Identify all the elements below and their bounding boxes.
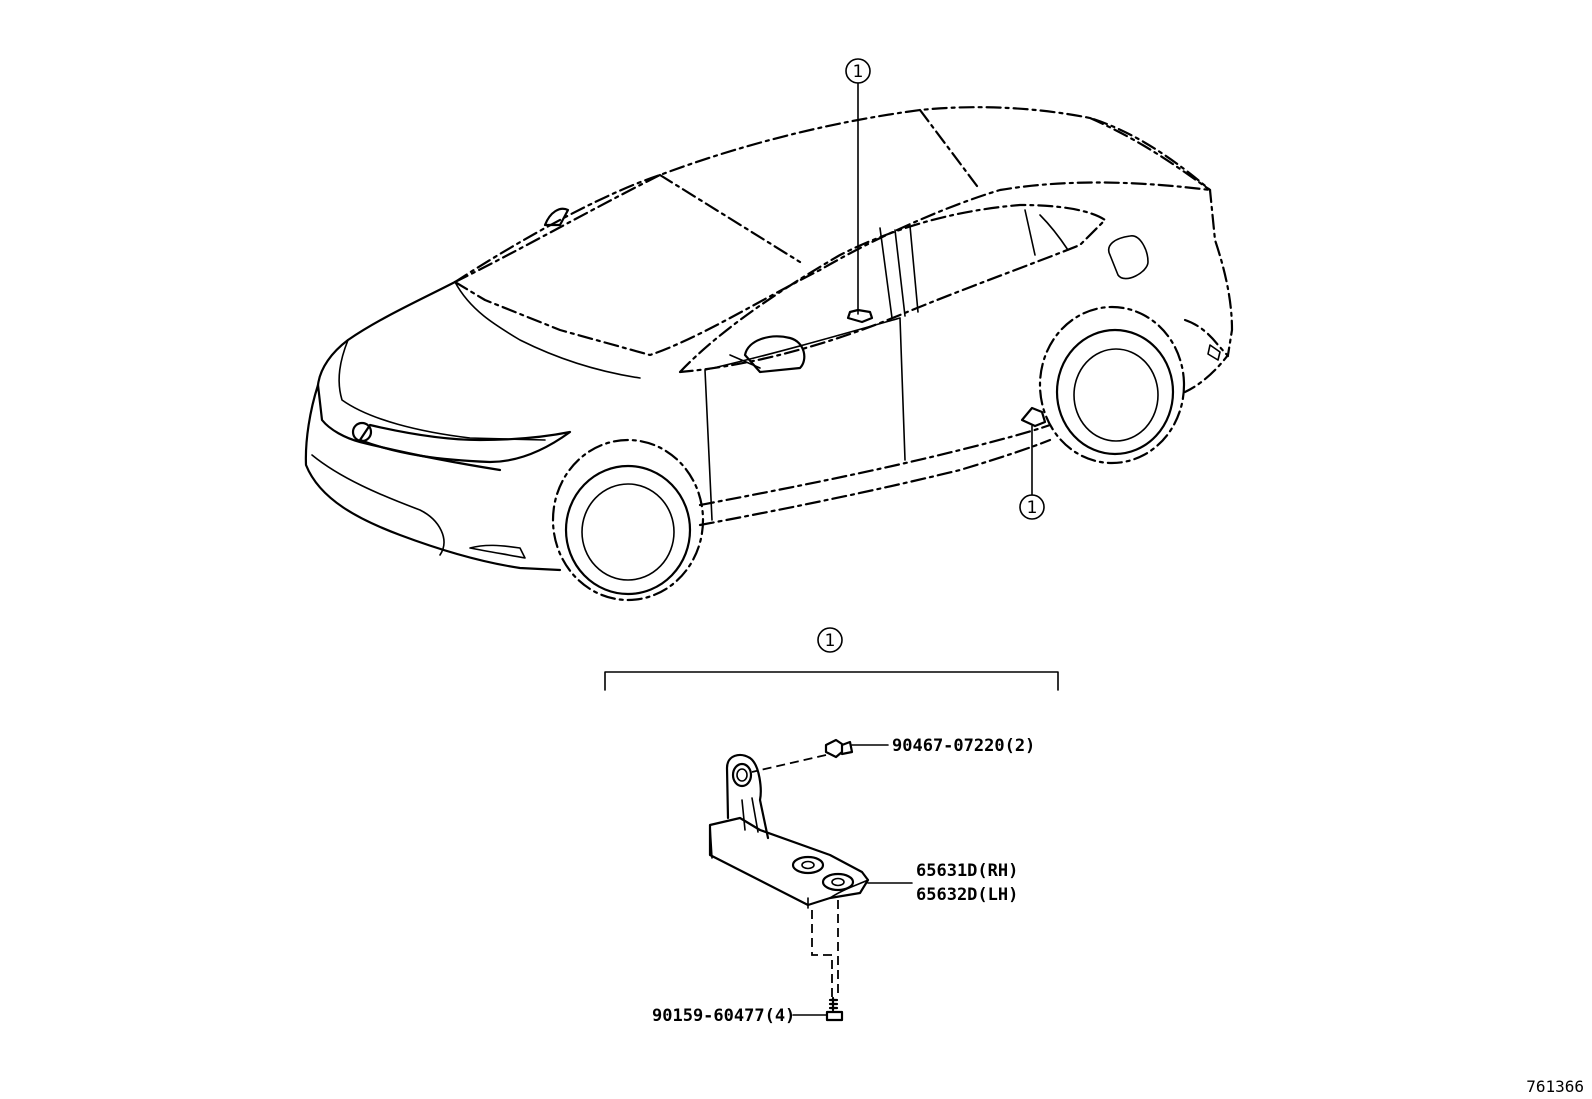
bracket-lh-part-number: 65632D(LH) (916, 885, 1018, 905)
car-grille-lower (311, 454, 445, 556)
car-roof-seam-2 (918, 108, 982, 192)
clip-install-path (751, 754, 827, 773)
car-rear-rim (1073, 348, 1159, 442)
detail-callout-circle (817, 627, 843, 653)
callout-lower: 1 (1019, 425, 1045, 520)
car-rear-pillar (1088, 116, 1212, 192)
car-front-rim (581, 483, 675, 581)
car-a-pillar (678, 203, 1107, 374)
car-front-bumper (304, 383, 562, 572)
car-rear-tire (1055, 328, 1175, 456)
car-mirror-base (729, 354, 761, 369)
car-fuel-door (1108, 235, 1149, 280)
car-windshield-left (453, 173, 662, 284)
bracket-hole-upper-inner (736, 768, 748, 782)
car-headlight (358, 423, 572, 464)
car-b-pillar (879, 225, 919, 319)
bracket-rh-part-number: 65631D(RH) (916, 861, 1018, 881)
car-fog-light (469, 544, 526, 559)
bolt-install-path (811, 910, 833, 998)
car-front-wheel-arch (551, 438, 705, 602)
car-windshield-top (453, 181, 1212, 357)
detail-group: 1 (604, 627, 1059, 691)
clip-icon (824, 738, 854, 759)
lower-bracket-marker (1020, 406, 1047, 428)
car-emblem (351, 421, 373, 443)
bracket-part: 65631D(RH) 65632D(LH) (708, 754, 1018, 909)
bracket-hole-end (821, 872, 855, 892)
bolt-part: 90159-60477(4) (652, 900, 844, 1026)
car-roof-seam (658, 173, 802, 264)
callout-upper: 1 (845, 58, 871, 315)
clip-part-number: 90467-07220(2) (892, 736, 1035, 756)
car-hood (316, 280, 502, 472)
car-front-tire (564, 464, 692, 596)
bracket-body (708, 816, 870, 907)
car-hood-crease (454, 281, 641, 379)
detail-bracket-line (604, 671, 1059, 691)
bracket-hole-end-inner (831, 877, 845, 887)
car-side-sill (698, 438, 1052, 527)
callout-upper-label: 1 (853, 62, 864, 82)
car-rear-wheel-arch (1038, 305, 1186, 465)
car-front-door (704, 317, 906, 521)
bracket-hole-mid-inner (801, 860, 815, 870)
car-illustration (304, 106, 1234, 602)
car-left-mirror (543, 207, 570, 227)
catalog-number: 761366 (1526, 1077, 1584, 1096)
bracket-hole-upper (731, 762, 753, 788)
car-roof-outline (453, 106, 1234, 394)
car-rear-window (1024, 209, 1069, 256)
bolt-part-number: 90159-60477(4) (652, 1006, 795, 1026)
bracket-hole-mid (791, 855, 825, 875)
clip-part: 90467-07220(2) (751, 736, 1035, 773)
bracket-upright (725, 754, 770, 840)
car-side-mirror (743, 335, 806, 374)
bolt-icon (825, 996, 844, 1022)
car-side-sill-lower (698, 423, 1052, 507)
upper-bracket-marker (846, 308, 874, 324)
bracket-gusset (741, 797, 759, 833)
car-hood-line (338, 339, 546, 441)
car-rear-reflector (1207, 344, 1221, 361)
car-rear-bumper (1183, 318, 1230, 358)
detail-callout-label: 1 (825, 631, 836, 651)
callout-lower-label: 1 (1027, 498, 1038, 518)
